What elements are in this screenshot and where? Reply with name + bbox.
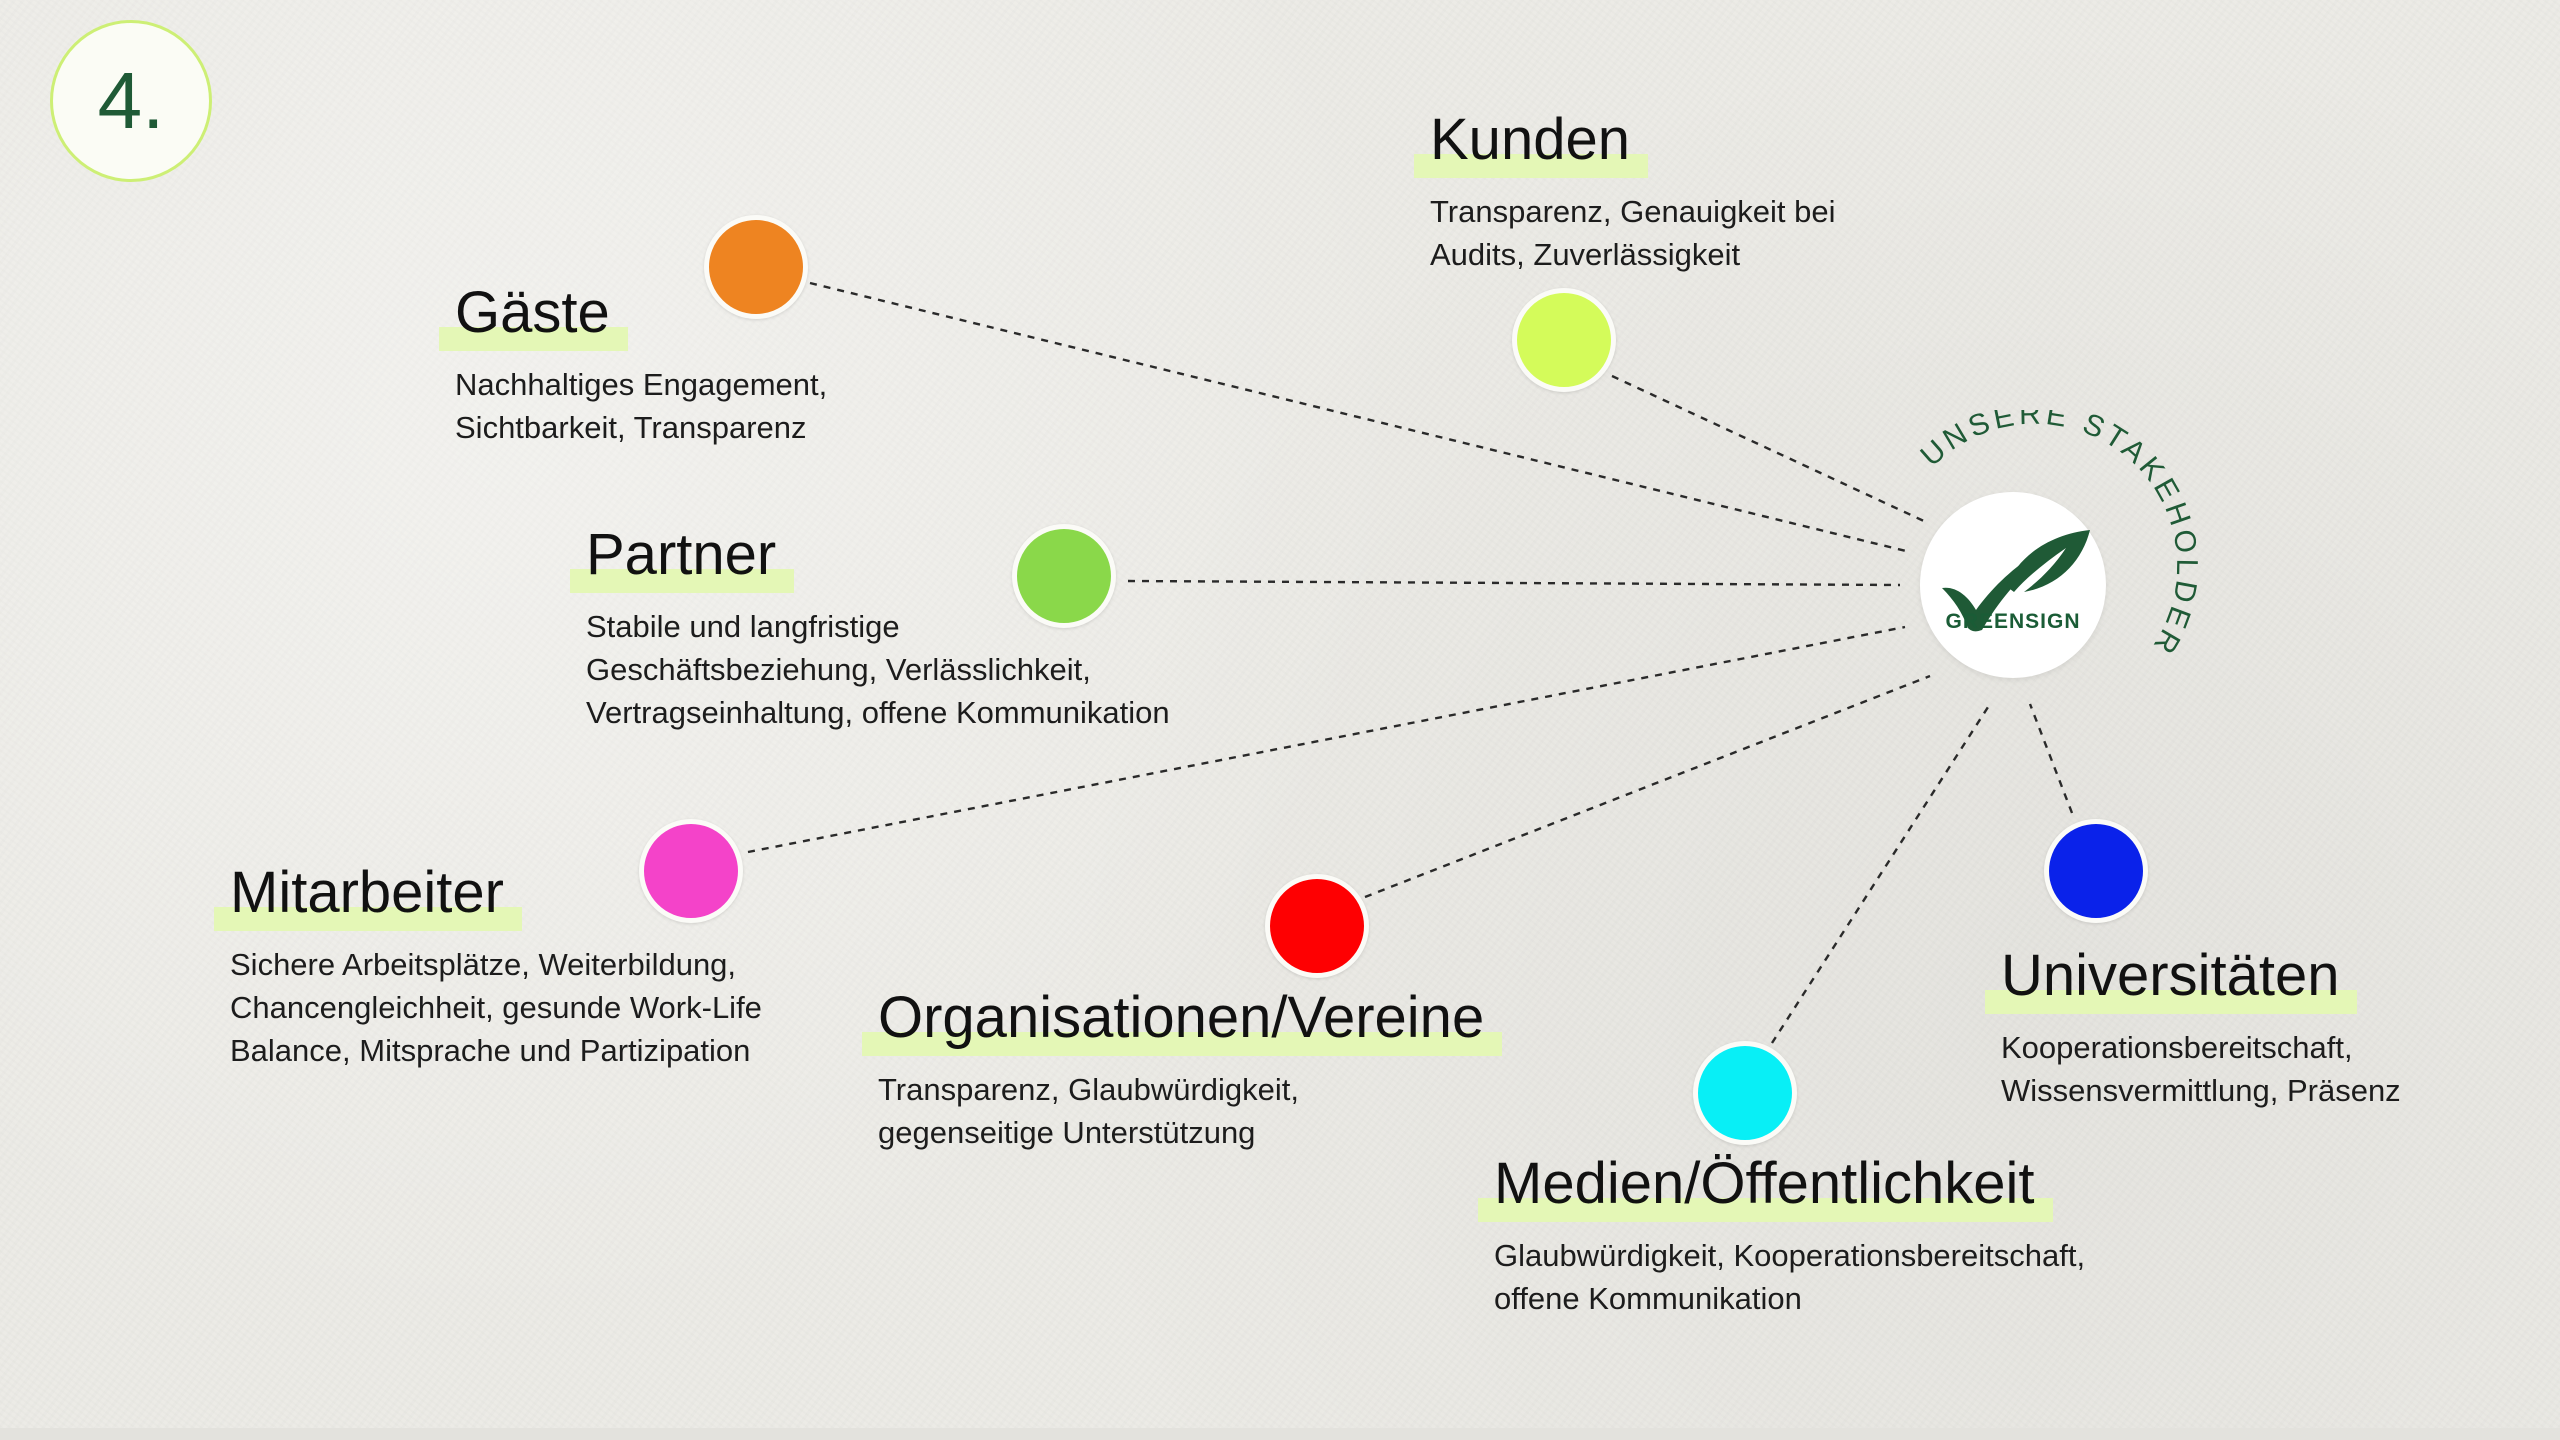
node-medien [1693,1041,1797,1145]
title-kunden: Kunden [1414,108,1648,178]
page-number: 4. [97,56,165,145]
group-mitarbeiter: Mitarbeiter Sichere Arbeitsplätze, Weite… [214,861,762,1072]
line-mitarbeiter [747,625,1906,854]
group-medien: Medien/Öffentlichkeit Glaubwürdigkeit, K… [1478,1152,2086,1320]
desc-universitaeten: Kooperationsbereitschaft, Wissensvermitt… [2001,1029,2401,1108]
node-organisationen [1265,874,1369,978]
line-organisationen [1364,674,1931,899]
line-kunden [1611,374,1927,524]
leaf-check-icon [1942,530,2090,632]
node-gaeste [704,215,808,319]
line-universitaeten [2028,703,2074,814]
node-partner [1012,524,1116,628]
ring-text: UNSERE STAKEHOLDER [1914,410,2200,662]
line-partner [1127,579,1901,587]
desc-organisationen: Transparenz, Glaubwürdigkeit, gegenseiti… [878,1071,1299,1150]
bottom-strip [0,1428,2560,1440]
node-kunden [1512,288,1616,392]
title-gaeste: Gäste [439,281,628,351]
desc-kunden: Transparenz, Genauigkeit bei Audits, Zuv… [1430,193,1836,272]
page-number-badge: 4. [50,20,212,182]
group-gaeste: Gäste Nachhaltiges Engagement, Sichtbark… [439,281,828,449]
title-universitaeten: Universitäten [1985,944,2358,1014]
logo-text: GREENSIGN [1945,610,2081,633]
line-medien [1770,703,1992,1044]
group-partner: Partner Stabile und langfristige Geschäf… [570,523,1170,734]
desc-medien: Glaubwürdigkeit, Kooperationsbereitschaf… [1494,1237,2086,1316]
greensign-logo: GREENSIGN [1920,492,2106,678]
group-universitaeten: Universitäten Kooperationsbereitschaft, … [1985,944,2401,1112]
svg-text:UNSERE STAKEHOLDER: UNSERE STAKEHOLDER [1914,410,2200,662]
desc-mitarbeiter: Sichere Arbeitsplätze, Weiterbildung, Ch… [230,946,762,1068]
group-kunden: Kunden Transparenz, Genauigkeit bei Audi… [1414,108,1836,276]
title-medien: Medien/Öffentlichkeit [1478,1152,2053,1222]
group-organisationen: Organisationen/Vereine Transparenz, Glau… [862,986,1503,1154]
desc-gaeste: Nachhaltiges Engagement, Sichtbarkeit, T… [455,366,828,445]
title-organisationen: Organisationen/Vereine [862,986,1503,1056]
line-gaeste [809,281,1911,554]
node-universitaeten [2044,819,2148,923]
ring-text-path: UNSERE STAKEHOLDER [1914,410,2199,662]
title-mitarbeiter: Mitarbeiter [214,861,522,931]
desc-partner: Stabile und langfristige Geschäftsbezieh… [586,608,1170,730]
title-partner: Partner [570,523,795,593]
node-mitarbeiter [639,819,743,923]
